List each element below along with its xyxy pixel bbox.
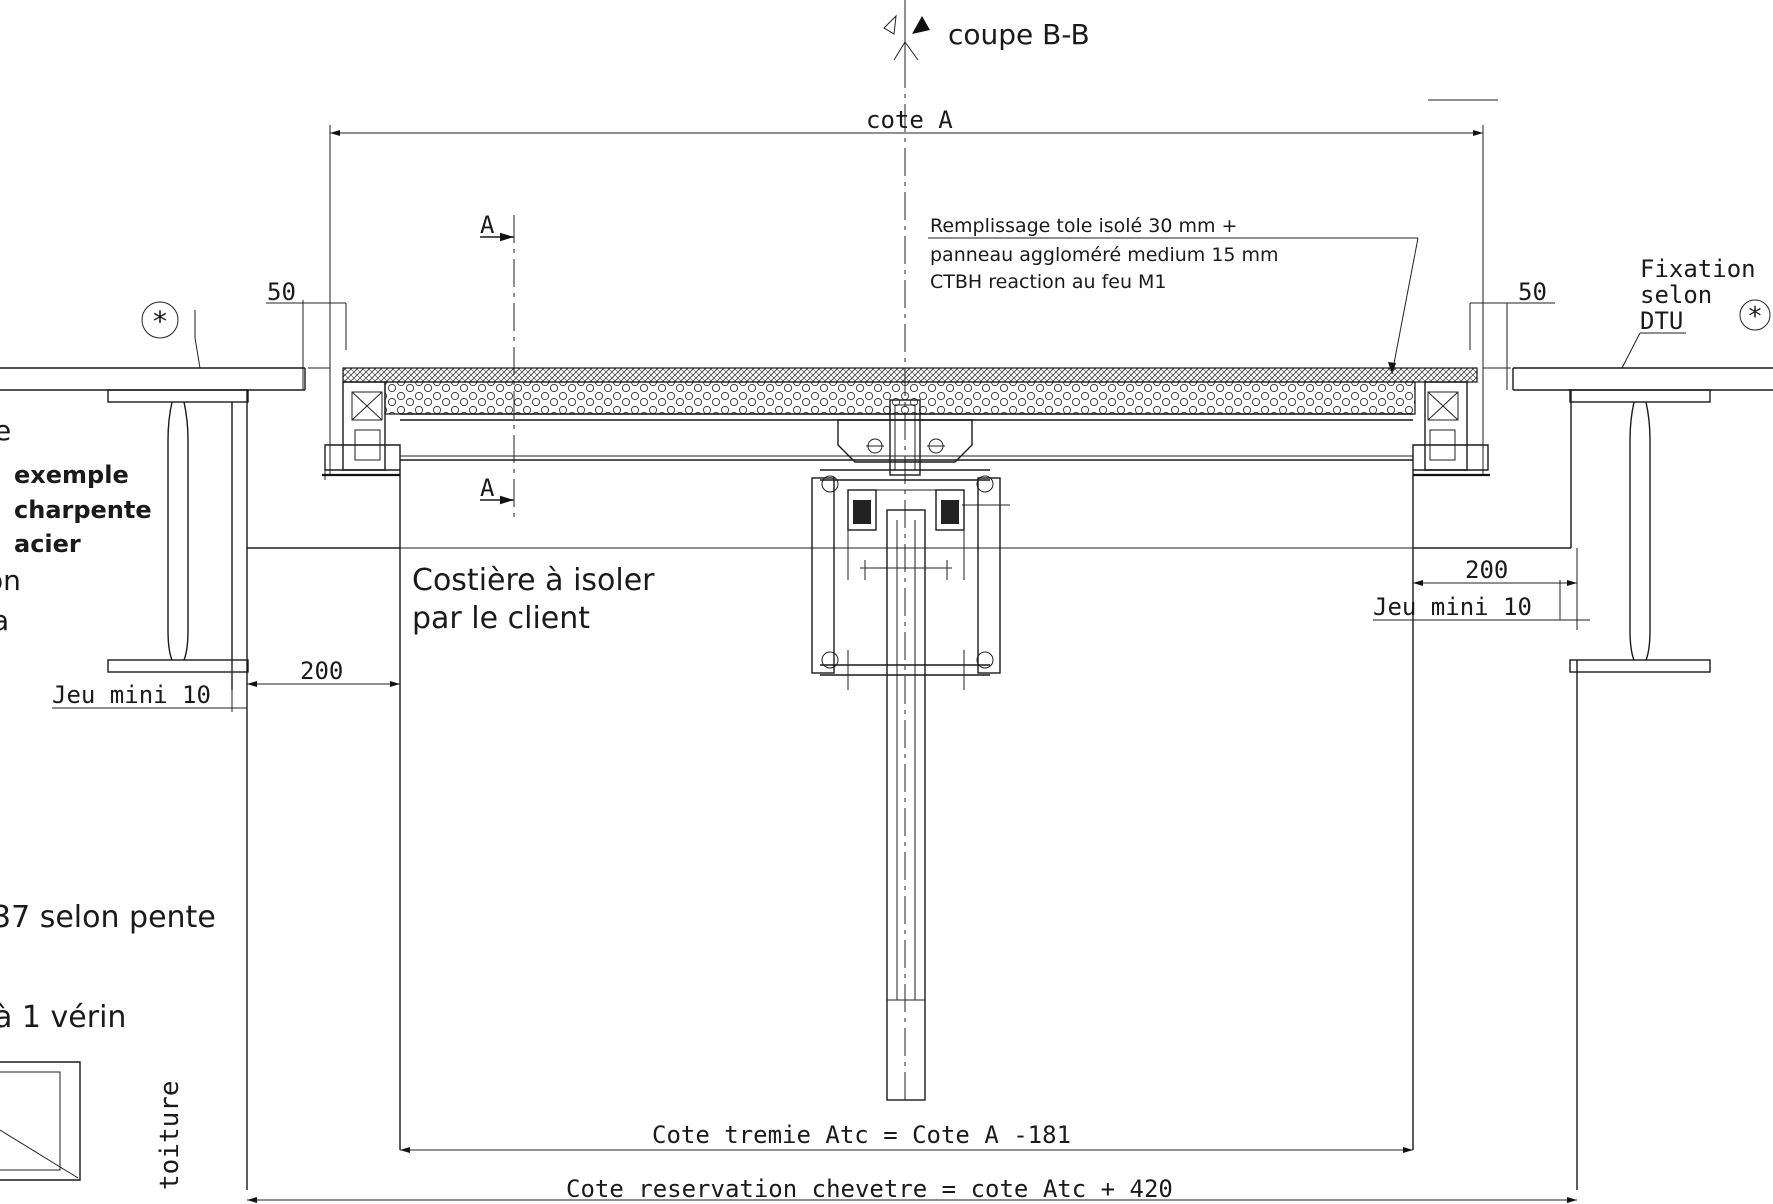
charpente-line1: exemple <box>14 461 129 489</box>
section-a-top: A <box>480 211 495 239</box>
right-costiere-wall <box>1412 390 1578 1190</box>
fixation-line3: DTU <box>1640 307 1683 335</box>
charpente-line3: acier <box>14 530 81 558</box>
fixation-symbol: * <box>1739 299 1771 332</box>
section-a-marker <box>480 215 515 520</box>
tremie-label: Cote tremie Atc = Cote A -181 <box>652 1121 1071 1149</box>
dimension-right-200 <box>1413 548 1590 630</box>
costiere-line1: Costière à isoler <box>412 563 655 598</box>
dimension-cote-a <box>329 125 1484 475</box>
cote-a-label: cote A <box>866 106 953 134</box>
hatch-lid <box>342 367 1478 461</box>
costiere-line2: par le client <box>412 601 590 636</box>
left-frame-profile <box>322 381 401 480</box>
right-i-beam <box>1569 389 1711 673</box>
fixation-line1: Fixation <box>1640 255 1756 283</box>
cut-text-e: e <box>0 414 11 447</box>
right-200-label: 200 <box>1465 556 1508 584</box>
section-title: coupe B-B <box>948 18 1090 51</box>
fill-note-line3: CTBH reaction au feu M1 <box>930 271 1167 293</box>
cut-text-pente: 37 selon pente <box>0 900 216 935</box>
roof-left <box>0 367 330 391</box>
left-jeu-label: Jeu mini 10 <box>52 681 211 709</box>
right-frame-profile <box>1412 381 1490 477</box>
dimension-left-200 <box>231 660 400 712</box>
fill-note-line1: Remplissage tole isolé 30 mm + <box>930 215 1237 237</box>
left-i-beam <box>107 389 249 673</box>
right-jeu-label: Jeu mini 10 <box>1373 593 1532 621</box>
cut-text-on: on <box>0 564 21 597</box>
toiture-label: toiture <box>155 1080 185 1190</box>
reservation-label: Cote reservation chevetre = cote Atc + 4… <box>566 1175 1173 1203</box>
svg-text:*: * <box>1749 302 1762 332</box>
right-50-label: 50 <box>1518 278 1547 306</box>
left-200-label: 200 <box>300 657 343 685</box>
left-fixation-symbol: * <box>141 301 201 369</box>
svg-text:*: * <box>153 305 167 338</box>
small-symbol-bottom-left <box>0 1061 81 1181</box>
section-mark-bb <box>883 0 930 61</box>
fixation-leader <box>1621 332 1641 369</box>
section-a-bottom: A <box>480 474 495 502</box>
fill-note-line2: panneau aggloméré medium 15 mm <box>930 244 1279 266</box>
charpente-line2: charpente <box>14 496 152 524</box>
dimension-right-50 <box>1469 302 1555 390</box>
dimension-left-50 <box>266 300 347 390</box>
fixation-line2: selon <box>1640 281 1712 309</box>
left-50-label: 50 <box>267 278 296 306</box>
cut-text-a: a <box>0 604 9 637</box>
roof-right <box>1483 367 1773 391</box>
left-costiere-wall <box>231 390 401 1190</box>
actuator-mechanism <box>811 399 1010 1101</box>
cut-text-verin: à 1 vérin <box>0 1000 126 1035</box>
